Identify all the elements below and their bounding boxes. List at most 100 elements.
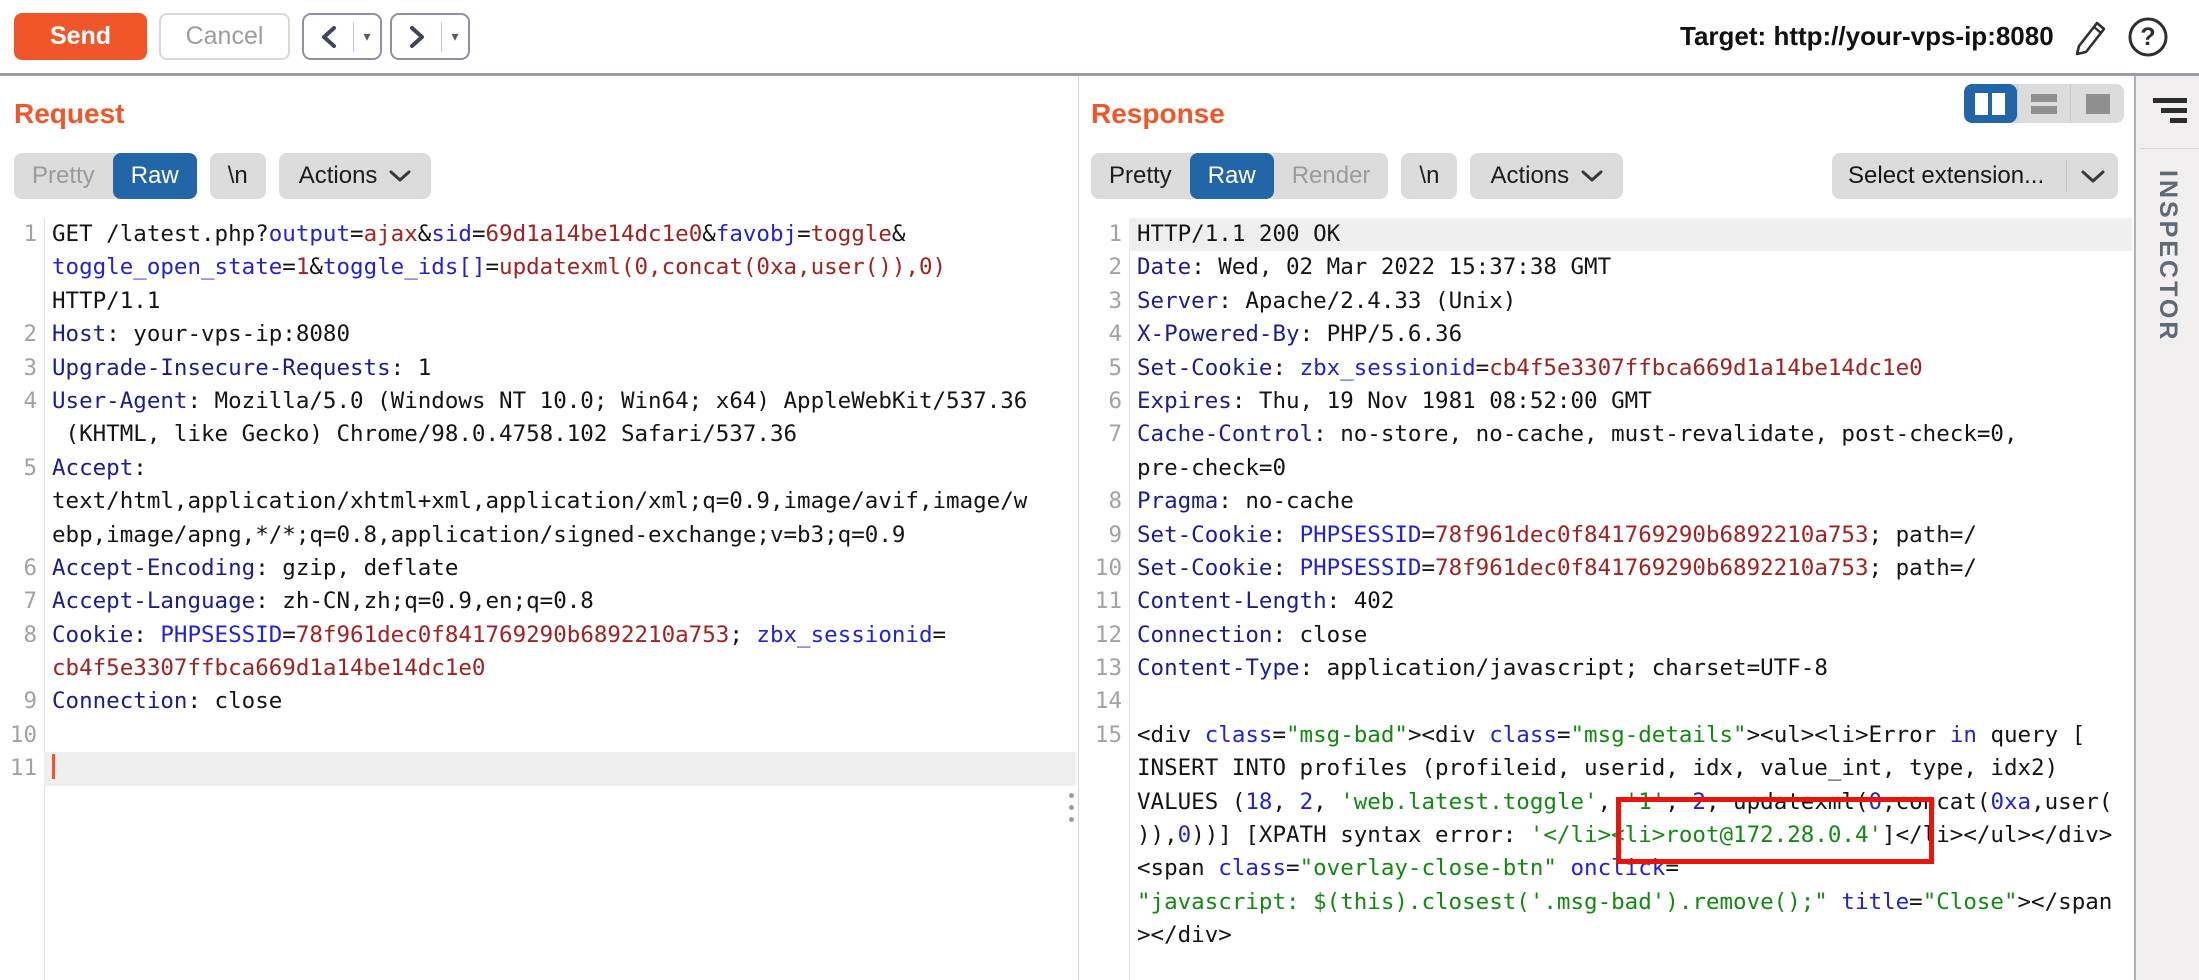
inspector-sidebar[interactable]: INSPECTOR	[2134, 76, 2199, 980]
layout-single-button[interactable]	[2070, 84, 2124, 123]
line-number	[0, 485, 44, 518]
layout-rows-button[interactable]	[2016, 84, 2071, 123]
request-panel-title: Request	[14, 98, 125, 129]
line-number: 5	[23, 454, 37, 481]
editor-line[interactable]: 14	[1079, 685, 2132, 718]
line-number: 3	[1108, 287, 1122, 314]
tab-render[interactable]: Render	[1274, 153, 1389, 199]
previous-request-button[interactable]: ▾	[302, 13, 382, 60]
next-history-dropdown-icon[interactable]: ▾	[451, 28, 459, 44]
chevron-down-icon[interactable]	[2066, 160, 2118, 192]
inspector-collapse-icon[interactable]	[2153, 98, 2187, 123]
request-format-tabgroup: Pretty Raw	[14, 153, 197, 199]
response-view-tabs: Pretty Raw Render \n Actions	[1091, 153, 1624, 199]
panel-splitter-handle[interactable]	[1069, 793, 1074, 822]
line-number: 14	[1094, 688, 1122, 715]
arrow-left-icon[interactable]	[304, 15, 353, 58]
inspector-divider	[2140, 148, 2199, 149]
editor-line[interactable]: VALUES (18, 2, 'web.latest.toggle', '1',…	[1079, 786, 2132, 819]
line-number: 2	[23, 321, 37, 348]
editor-line[interactable]: HTTP/1.1	[0, 285, 1076, 318]
inspector-tab-label[interactable]: INSPECTOR	[2154, 170, 2182, 343]
prev-history-dropdown-icon[interactable]: ▾	[363, 28, 371, 44]
line-number: 13	[1094, 655, 1122, 682]
help-icon[interactable]: ?	[2126, 15, 2170, 59]
line-number: 5	[1108, 354, 1122, 381]
tab-pretty[interactable]: Pretty	[14, 153, 113, 199]
line-number: 2	[1108, 254, 1122, 281]
arrow-right-icon[interactable]	[392, 15, 441, 58]
editor-line[interactable]: toggle_open_state=1&toggle_ids[]=updatex…	[0, 251, 1076, 284]
editor-line[interactable]: )),0))] [XPATH syntax error: '</li><li>r…	[1079, 819, 2132, 852]
layout-columns-button[interactable]	[1964, 84, 2017, 123]
response-actions-button[interactable]: Actions	[1470, 153, 1624, 199]
editor-line[interactable]: cb4f5e3307ffbca669d1a14be14dc1e0	[0, 652, 1076, 685]
request-actions-button[interactable]: Actions	[278, 153, 432, 199]
next-request-button[interactable]: ▾	[390, 13, 470, 60]
line-number: 7	[1108, 421, 1122, 448]
select-extension-label: Select extension...	[1848, 162, 2045, 189]
editor-line[interactable]: 10	[0, 719, 1076, 752]
line-number: 10	[1094, 554, 1122, 581]
tab-raw[interactable]: Raw	[112, 153, 197, 199]
tab-newline[interactable]: \n	[1401, 153, 1458, 199]
target-url: http://your-vps-ip:8080	[1773, 21, 2054, 51]
tab-raw[interactable]: Raw	[1189, 153, 1274, 199]
editor-line[interactable]: ebp,image/apng,*/*;q=0.8,application/sig…	[0, 519, 1076, 552]
editor-line[interactable]: pre-check=0	[1079, 452, 2132, 485]
editor-line[interactable]: INSERT INTO profiles (profileid, userid,…	[1079, 752, 2132, 785]
top-toolbar: Send Cancel ▾ ▾ Target: http://your-vps-…	[0, 0, 2199, 73]
cancel-button[interactable]: Cancel	[159, 13, 290, 60]
editor-line[interactable]: (KHTML, like Gecko) Chrome/98.0.4758.102…	[0, 418, 1076, 451]
editor-line[interactable]: "javascript: $(this).closest('.msg-bad')…	[1079, 886, 2132, 919]
response-format-tabgroup: Pretty Raw Render	[1091, 153, 1389, 199]
actions-label: Actions	[298, 162, 378, 189]
editor-line[interactable]: 11	[0, 752, 1076, 786]
edit-target-pencil-icon[interactable]	[2070, 16, 2110, 58]
select-extension-dropdown[interactable]: Select extension...	[1832, 153, 2118, 199]
editor-line[interactable]: <span class="overlay-close-btn" onclick=	[1079, 852, 2132, 885]
line-number: 11	[1094, 588, 1122, 615]
request-view-tabs: Pretty Raw \n Actions	[14, 153, 432, 199]
send-button[interactable]: Send	[14, 13, 147, 60]
split-divider	[441, 21, 442, 52]
line-number	[0, 519, 44, 552]
target-zone: Target: http://your-vps-ip:8080 ?	[1680, 0, 2170, 73]
editor-line[interactable]: text/html,application/xhtml+xml,applicat…	[0, 485, 1076, 518]
line-number: 4	[1108, 321, 1122, 348]
editor-line[interactable]: 15<div class="msg-bad"><div class="msg-d…	[1079, 719, 2132, 752]
editor-line[interactable]: ></div>	[1079, 919, 2132, 952]
svg-text:?: ?	[2140, 23, 2155, 51]
chevron-down-icon	[389, 170, 411, 182]
tab-pretty[interactable]: Pretty	[1091, 153, 1190, 199]
line-number: 4	[23, 387, 37, 414]
tab-newline[interactable]: \n	[209, 153, 266, 199]
response-panel: Response Pretty Raw Render \n Actions Se…	[1078, 76, 2132, 980]
line-number	[1079, 819, 1129, 852]
line-number: 8	[23, 621, 37, 648]
